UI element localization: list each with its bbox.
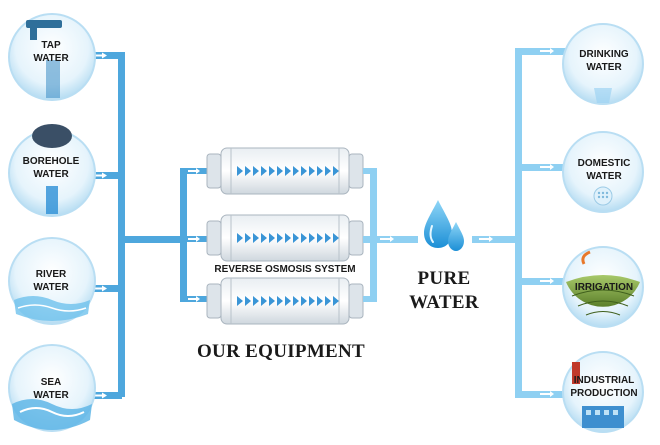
flow-chevron-icon	[309, 166, 315, 176]
flow-chevron-icon	[245, 233, 251, 243]
flow-chevron-icon	[261, 296, 267, 306]
flow-chevron-icon	[309, 233, 315, 243]
industry-icon	[562, 351, 644, 433]
source-pipes	[86, 52, 208, 399]
flow-chevron-icon	[309, 296, 315, 306]
equipment-label: OUR EQUIPMENT	[196, 341, 366, 362]
river-icon	[8, 237, 96, 325]
flow-chevron-icon	[245, 166, 251, 176]
flow-chevron-icon	[269, 296, 275, 306]
flow-chevron-icon	[301, 166, 307, 176]
flow-chevron-icon	[317, 233, 323, 243]
flow-chevron-icon	[269, 166, 275, 176]
flow-chevron-icon	[253, 166, 259, 176]
flow-chevron-icon	[253, 296, 259, 306]
flow-chevron-icon	[317, 296, 323, 306]
flow-chevron-icon	[261, 166, 267, 176]
system-label: REVERSE OSMOSIS SYSTEM	[214, 264, 356, 275]
flow-chevron-icon	[237, 296, 243, 306]
flow-chevron-icon	[293, 296, 299, 306]
sea-icon	[8, 344, 96, 432]
tap-icon	[8, 13, 96, 101]
flow-chevron-icon	[333, 233, 339, 243]
flow-chevron-icon	[277, 296, 283, 306]
flow-chevron-icon	[261, 233, 267, 243]
flow-chevron-icon	[277, 166, 283, 176]
flow-chevron-icon	[237, 166, 243, 176]
ro-membrane-icon	[206, 147, 364, 325]
drinking-icon	[562, 23, 644, 105]
borehole-icon	[8, 124, 96, 217]
flow-chevron-icon	[325, 296, 331, 306]
flow-chevron-icon	[301, 296, 307, 306]
flow-chevron-icon	[277, 233, 283, 243]
use-label-irrigation: IRRIGATION	[574, 282, 634, 293]
flow-chevron-icon	[253, 233, 259, 243]
flow-chevron-icon	[285, 166, 291, 176]
flow-chevron-icon	[285, 233, 291, 243]
flow-chevron-icon	[317, 166, 323, 176]
flow-chevron-icon	[285, 296, 291, 306]
flow-chevron-icon	[293, 166, 299, 176]
water-drops-icon	[424, 200, 464, 251]
source-arrows	[92, 52, 200, 399]
irrigation-icon	[562, 246, 644, 328]
system-output-arrows	[380, 236, 394, 242]
flow-chevron-icon	[269, 233, 275, 243]
use-pipes	[472, 48, 569, 398]
use-arrows	[479, 48, 554, 397]
pure-water-label: PURE WATER	[409, 268, 479, 313]
flow-chevron-icon	[301, 233, 307, 243]
flow-chevron-icon	[245, 296, 251, 306]
flow-chevron-icon	[237, 233, 243, 243]
flow-chevron-icon	[325, 233, 331, 243]
flow-chevron-icon	[325, 166, 331, 176]
flow-chevron-icon	[333, 296, 339, 306]
domestic-icon	[562, 131, 644, 213]
flow-chevron-icon	[293, 233, 299, 243]
flow-chevron-icon	[333, 166, 339, 176]
